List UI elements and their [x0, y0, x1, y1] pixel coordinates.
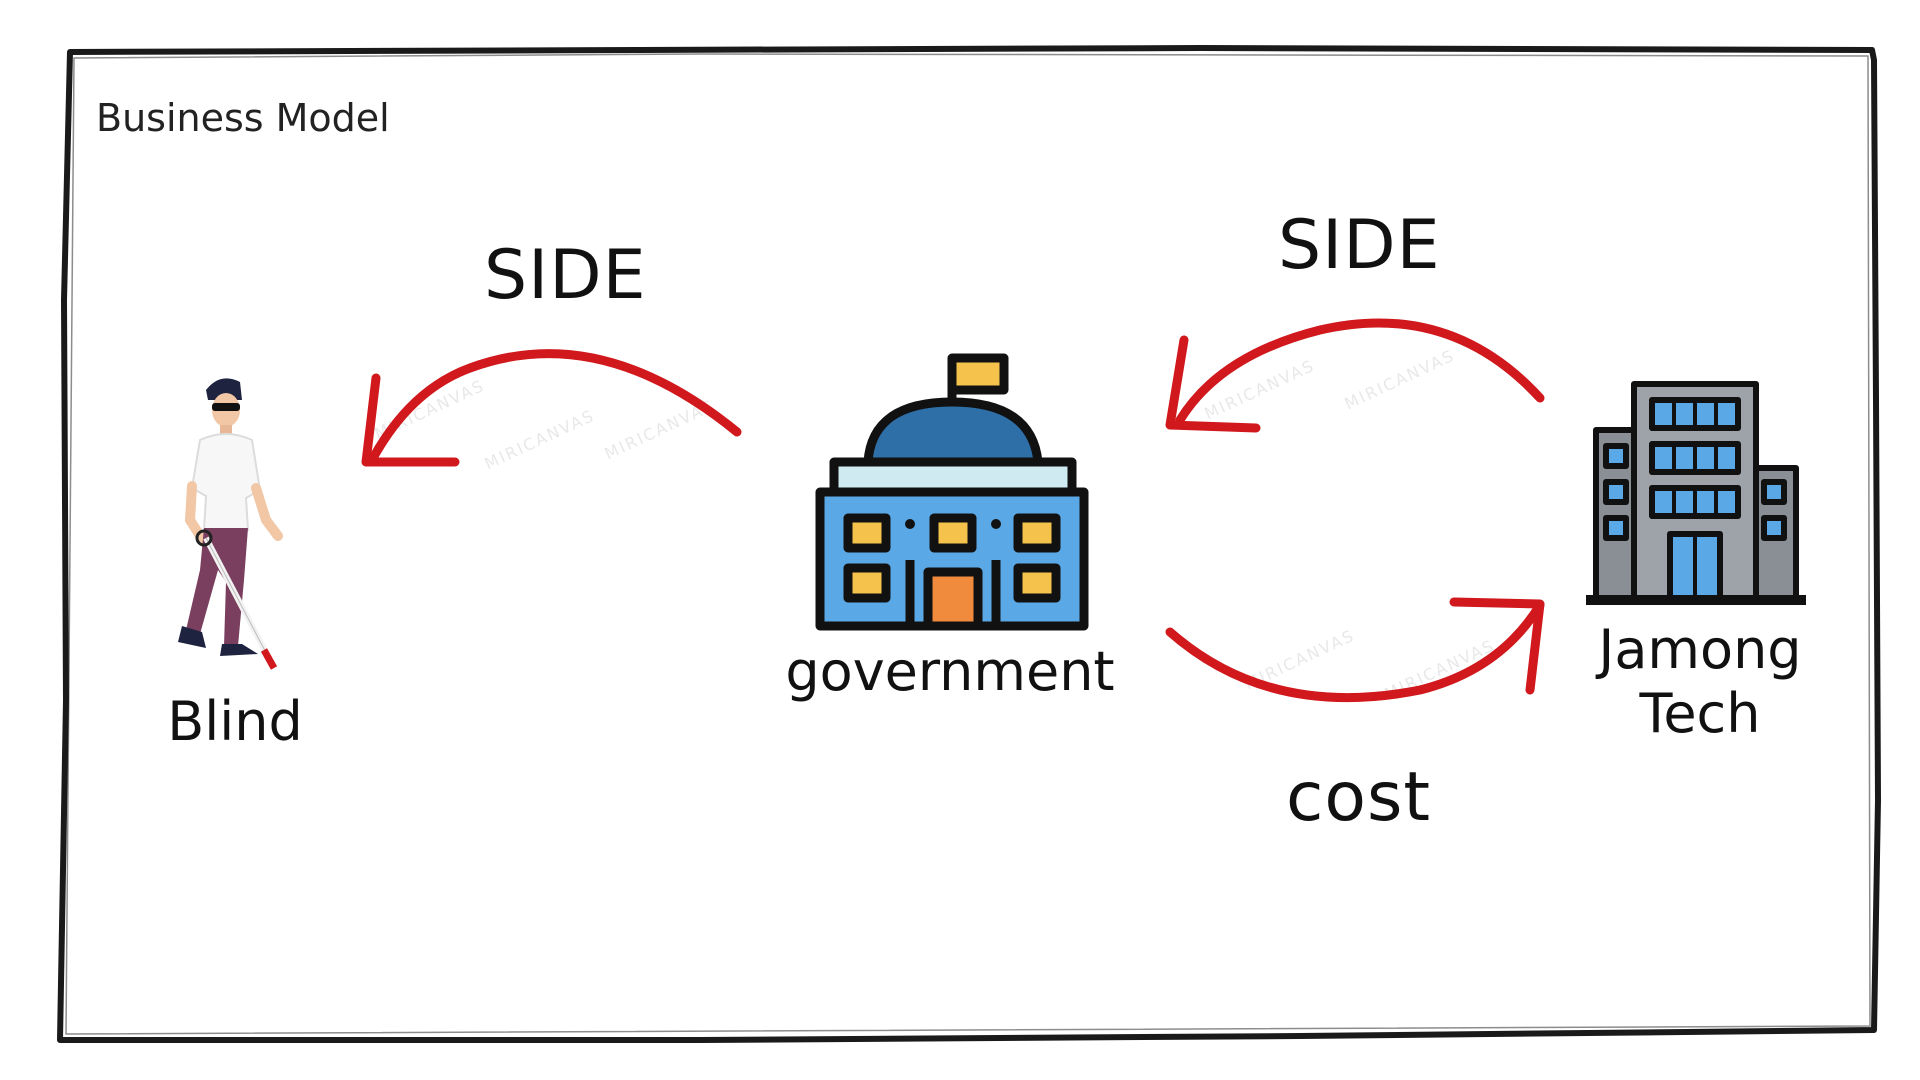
node-label-jamong-line1: Jamong	[1598, 618, 1802, 681]
slide-title: Business Model	[96, 96, 390, 140]
arrow-gov-to-blind	[367, 349, 742, 465]
edge-label-gov-to-jamong: cost	[1286, 758, 1432, 837]
blind-person-icon	[178, 378, 283, 670]
arrow-gov-to-jamong	[1165, 600, 1545, 703]
arrow-head-jamong-to-gov	[1165, 335, 1261, 433]
arrow-jamong-to-gov	[1175, 318, 1545, 425]
node-label-jamong-tech: Jamong Tech	[1570, 618, 1830, 746]
edge-label-jamong-to-gov: SIDE	[1278, 206, 1441, 285]
node-label-government: government	[785, 640, 1115, 703]
node-label-blind: Blind	[167, 690, 303, 753]
arrow-head-gov-to-blind	[361, 373, 460, 467]
government-building-icon	[815, 353, 1089, 631]
office-building-icon	[1586, 381, 1806, 605]
node-label-jamong-line2: Tech	[1639, 682, 1761, 745]
edge-label-gov-to-blind: SIDE	[484, 236, 647, 315]
arrow-head-gov-to-jamong	[1449, 597, 1545, 695]
